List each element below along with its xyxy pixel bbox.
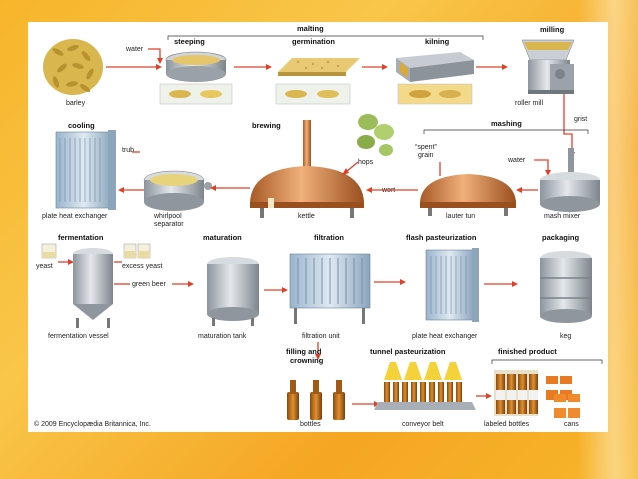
steeping-grains — [159, 83, 233, 105]
label-maturation-tank: maturation tank — [198, 333, 247, 340]
stage-mashing: mashing — [491, 119, 522, 128]
label-barley: barley — [66, 100, 86, 107]
label-cans: cans — [564, 421, 579, 428]
label-conveyor-belt: conveyor belt — [402, 421, 444, 428]
stage-cooling: cooling — [68, 121, 95, 130]
stage-kilning: kilning — [425, 37, 450, 46]
steeping-tank — [165, 51, 227, 82]
whirlpool-separator — [143, 170, 212, 211]
excess-yeast-beakers — [123, 243, 151, 259]
stage-germination: germination — [292, 37, 335, 46]
stage-filling-2: crowning — [290, 356, 324, 365]
stage-packaging: packaging — [542, 233, 580, 242]
label-green-beer: green beer — [132, 281, 167, 288]
stage-finished-product: finished product — [498, 347, 557, 356]
mash-mixer — [540, 148, 600, 212]
stage-filtration: filtration — [314, 233, 344, 242]
label-trub: trub — [122, 147, 134, 154]
yeast-beaker — [41, 243, 57, 259]
copyright-text: © 2009 Encyclopædia Britannica, Inc. — [34, 420, 151, 428]
kilning-grains — [397, 83, 473, 105]
barley-pile — [43, 39, 103, 95]
label-plate-heat-exchanger: plate heat exchanger — [42, 213, 108, 220]
label-separator: separator — [154, 221, 184, 228]
label-labeled-bottles: labeled bottles — [484, 421, 530, 428]
label-filtration-unit: filtration unit — [302, 333, 340, 340]
germination-grains — [275, 83, 351, 105]
labeled-bottles — [494, 370, 538, 416]
stage-maturation: maturation — [203, 233, 242, 242]
label-lauter-tun: lauter tun — [446, 213, 475, 220]
filtration-unit — [289, 253, 371, 324]
label-water-mashing: water — [507, 157, 526, 164]
stage-milling: milling — [540, 25, 565, 34]
label-spent-grain-2: grain — [418, 152, 434, 159]
keg — [540, 251, 592, 323]
label-mash-mixer: mash mixer — [544, 213, 581, 220]
germination-bed — [278, 58, 360, 76]
label-roller-mill: roller mill — [515, 100, 543, 107]
label-water-steeping: water — [125, 46, 144, 53]
cans — [546, 376, 580, 418]
plate-heat-exchanger-1 — [55, 130, 116, 210]
brewing-process-diagram: barley water malting steeping germinatio… — [34, 24, 603, 428]
fermentation-vessel — [73, 248, 113, 328]
label-spent-grain-1: “spent” — [415, 144, 437, 151]
stage-brewing: brewing — [252, 121, 281, 130]
hops — [357, 114, 394, 156]
stage-steeping: steeping — [174, 37, 205, 46]
stage-malting: malting — [297, 24, 324, 33]
label-fermentation-vessel: fermentation vessel — [48, 333, 109, 340]
bottles — [287, 380, 345, 420]
roller-mill — [521, 39, 575, 94]
stage-flash-pasteurization: flash pasteurization — [406, 233, 477, 242]
stage-filling-1: filling and — [286, 347, 322, 356]
label-hops: hops — [358, 159, 374, 166]
label-kettle: kettle — [298, 213, 315, 220]
label-whirlpool: whirlpool — [153, 213, 182, 220]
maturation-tank — [207, 257, 259, 326]
kiln — [396, 52, 474, 82]
stage-fermentation: fermentation — [58, 233, 104, 242]
conveyor-belt — [374, 362, 476, 410]
label-excess-yeast: excess yeast — [122, 263, 163, 270]
plate-heat-exchanger-2 — [425, 248, 479, 322]
diagram-panel: barley water malting steeping germinatio… — [28, 22, 608, 432]
kettle — [250, 120, 364, 218]
stage-tunnel-pasteurization: tunnel pasteurization — [370, 347, 446, 356]
label-bottles: bottles — [300, 421, 321, 428]
label-keg: keg — [560, 333, 571, 340]
label-plate-heat-exchanger-2: plate heat exchanger — [412, 333, 478, 340]
label-yeast: yeast — [36, 263, 53, 270]
lauter-tun — [420, 174, 516, 216]
label-grist: grist — [574, 116, 587, 123]
